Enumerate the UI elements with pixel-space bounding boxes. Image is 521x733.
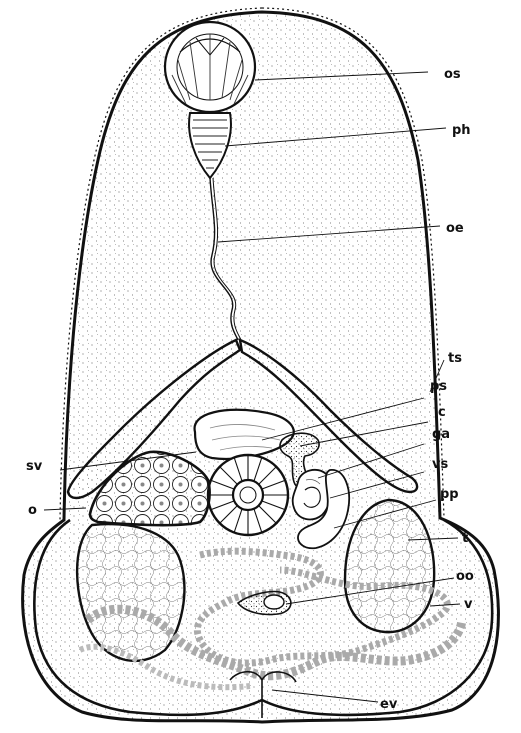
label-v: v [464, 597, 473, 612]
ventral-sucker [208, 455, 288, 535]
label-vs: vs [432, 457, 448, 472]
label-ev: ev [380, 697, 398, 712]
label-o: o [28, 503, 37, 518]
label-ps: ps [430, 379, 447, 394]
label-sv: sv [26, 459, 43, 474]
label-oe: oe [446, 221, 464, 236]
label-oo: oo [456, 569, 474, 584]
label-c: c [438, 405, 446, 420]
label-os: os [444, 67, 461, 82]
label-ts: ts [448, 351, 462, 366]
label-pp: pp [440, 487, 459, 502]
label-ph: ph [452, 123, 471, 138]
oral-sucker [165, 22, 255, 112]
label-t: t [462, 531, 468, 546]
label-ga: ga [432, 427, 450, 442]
